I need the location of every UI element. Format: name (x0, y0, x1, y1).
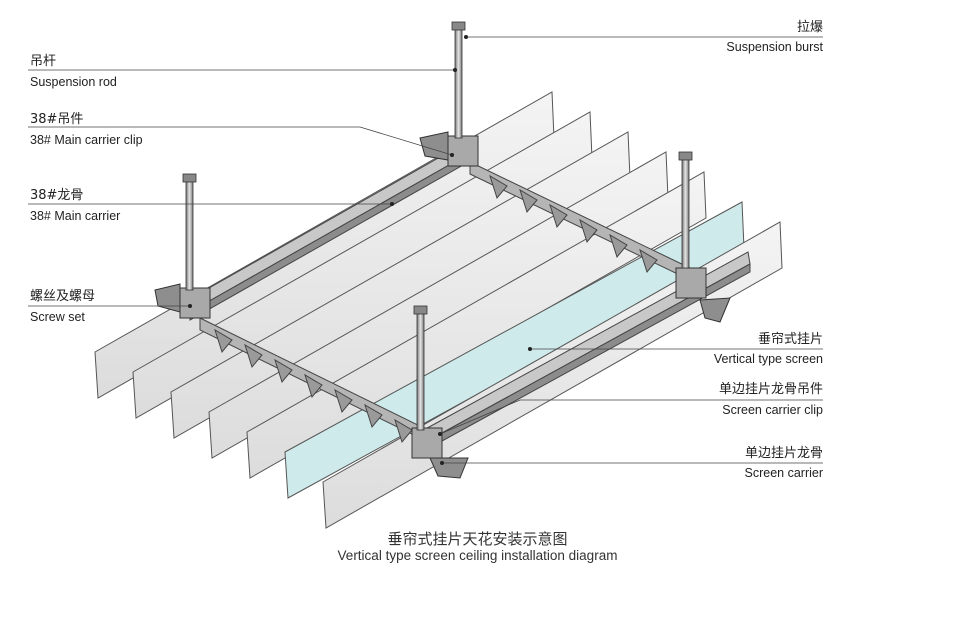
suspension-rod (416, 311, 425, 431)
caption-en: Vertical type screen ceiling installatio… (337, 548, 618, 563)
screen-carriers (199, 161, 691, 444)
main-carrier-clip (447, 135, 479, 167)
label-main-carrier-clip-en: 38# Main carrier clip (30, 133, 143, 147)
label-suspension-rod-en: Suspension rod (30, 75, 117, 89)
suspension-rod (185, 179, 194, 291)
main-carrier-clip (411, 427, 443, 459)
label-screw-set-en: Screw set (30, 310, 85, 324)
suspension-rods (182, 21, 693, 431)
leader-dots (188, 35, 532, 465)
caption-zh: 垂帘式挂片天花安装示意图 (387, 530, 568, 548)
label-screen-carrier-clip-zh: 单边挂片龙骨吊件 (718, 382, 823, 397)
leader-lines (28, 36, 823, 464)
label-screw-set-zh: 螺丝及螺母 (30, 289, 96, 304)
leader-main-carrier-clip (28, 126, 453, 156)
main-carrier-rails (187, 139, 751, 453)
label-screen-carrier-en: Screen carrier (744, 466, 824, 480)
label-screen-carrier-clip-en: Screen carrier clip (722, 403, 823, 417)
label-screen-carrier-zh: 单边挂片龙骨 (744, 446, 823, 461)
main-carrier-clip (675, 267, 707, 299)
carrier-clips (154, 131, 731, 479)
suspension-rod (681, 157, 690, 269)
leader-screen-carrier-clip (439, 399, 823, 435)
label-suspension-burst-en: Suspension burst (726, 40, 823, 54)
label-vertical-screen-zh: 垂帘式挂片 (757, 332, 823, 347)
label-main-carrier-en: 38# Main carrier (30, 209, 121, 223)
main-carrier-clip (179, 287, 211, 319)
suspension-rod (454, 27, 463, 139)
label-suspension-rod-zh: 吊杆 (30, 54, 57, 69)
label-main-carrier-clip-zh: 38#吊件 (30, 112, 84, 127)
label-vertical-screen-en: Vertical type screen (713, 352, 823, 366)
label-suspension-burst-zh: 拉爆 (796, 20, 823, 35)
label-main-carrier-zh: 38#龙骨 (30, 188, 84, 203)
